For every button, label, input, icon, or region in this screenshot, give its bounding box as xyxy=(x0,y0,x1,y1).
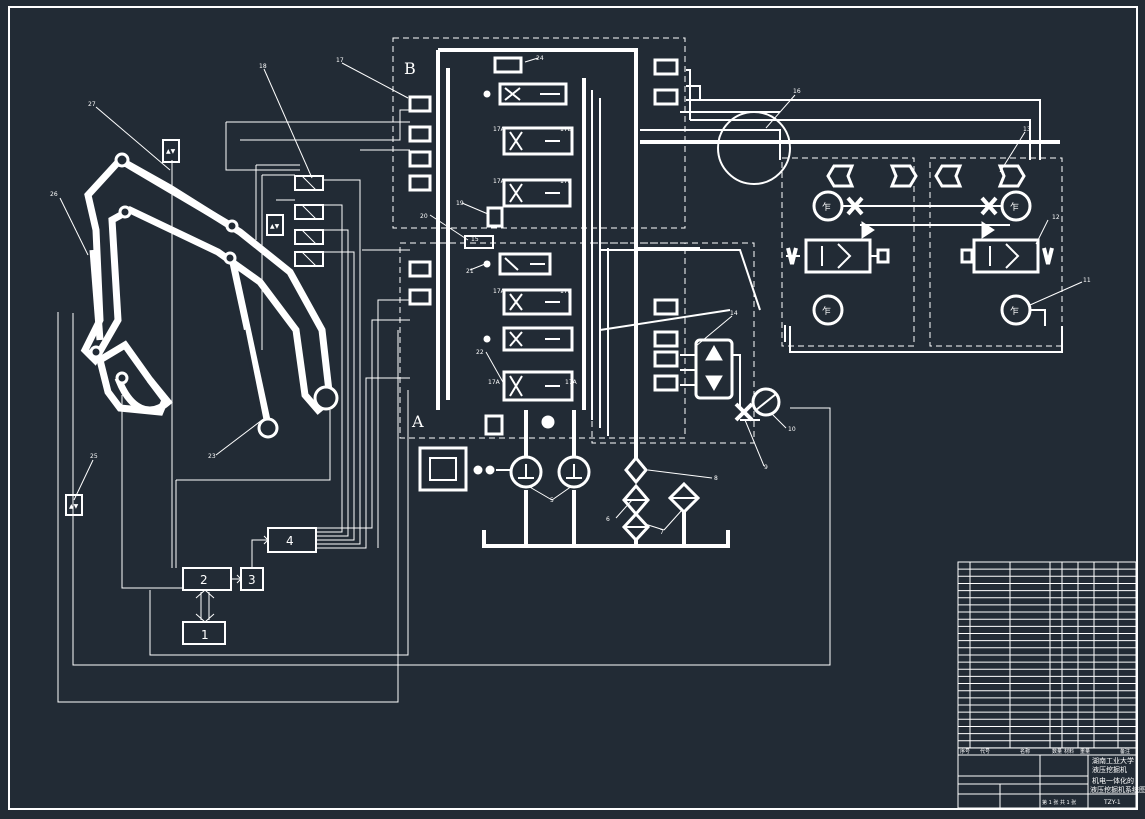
header-code: 代号 xyxy=(980,748,990,755)
header-weight: 重量 xyxy=(1080,748,1090,755)
hydraulic-lines xyxy=(436,48,1063,548)
callout-18: 18 xyxy=(259,63,267,70)
header-seq: 序号 xyxy=(960,748,970,755)
boom-root-pin xyxy=(313,385,339,411)
svg-text:▲▼: ▲▼ xyxy=(166,148,176,155)
signal-wiring xyxy=(57,109,831,703)
callout-27: 27 xyxy=(88,101,96,108)
callout-22: 22 xyxy=(476,349,484,356)
valve-tag: 17A xyxy=(493,178,506,185)
valve-tag: 17A xyxy=(493,126,506,133)
svg-text:乍: 乍 xyxy=(822,201,831,213)
svg-text:乍: 乍 xyxy=(1010,305,1019,317)
solenoid-drivers xyxy=(294,175,324,267)
callout-20: 20 xyxy=(420,213,428,220)
header-remark: 备注 xyxy=(1120,748,1130,755)
boom-top-pin xyxy=(114,152,130,168)
boom-cylinder xyxy=(228,257,272,426)
callout-8: 8 xyxy=(714,475,718,482)
valve-7 xyxy=(502,370,574,402)
power-unit xyxy=(418,446,701,543)
callout-21: 21 xyxy=(466,268,474,275)
callout-24: 24 xyxy=(536,55,544,62)
rotary-joint xyxy=(717,111,791,185)
valve-tag: 17B xyxy=(560,178,572,185)
angle-sensors: ▲▼ ▲▼ ▲▼ xyxy=(65,139,284,516)
sensor-box xyxy=(266,214,284,236)
callout-23: 23 xyxy=(208,453,216,460)
valve-1 xyxy=(498,82,568,106)
pilot-circuit xyxy=(694,338,781,422)
zone-a-label: A xyxy=(411,412,424,431)
callout-15: 15 xyxy=(471,236,479,243)
callout-7: 7 xyxy=(660,529,664,536)
sheet-count: 第 1 张 共 1 张 xyxy=(1042,799,1076,806)
callout-14: 14 xyxy=(730,310,738,317)
travel-circuit-right: 乍 乍 xyxy=(934,164,1054,326)
zone-a-boundary xyxy=(399,242,686,439)
leader-lines xyxy=(59,57,1083,531)
callout-9: 9 xyxy=(764,464,768,471)
zone-b-boundary xyxy=(392,37,686,229)
header-name: 名称 xyxy=(1020,748,1030,755)
solenoid-coils xyxy=(408,56,679,436)
valve-tag: 17B xyxy=(560,126,572,133)
school-line-1: 湖南工业大学 xyxy=(1092,756,1134,765)
callout-10: 10 xyxy=(788,426,796,433)
drawing-number: TZY-1 xyxy=(1103,799,1121,806)
callout-17: 17 xyxy=(336,57,344,64)
bucket-cylinder xyxy=(89,249,104,341)
block-3-label: 3 xyxy=(248,573,256,587)
excavator-arm xyxy=(80,152,339,439)
design-line-1: 机电一体化的 xyxy=(1092,776,1134,785)
title-block: 序号 代号 名称 数量 材料 重量 备注 湖南工业大学 液压挖掘机 机电一体化的… xyxy=(958,747,1145,808)
svg-text:▲▼: ▲▼ xyxy=(69,503,79,510)
zone-b-label: B xyxy=(404,59,416,78)
callout-12: 12 xyxy=(1052,214,1060,221)
callout-26: 26 xyxy=(50,191,58,198)
parts-list-table xyxy=(957,561,1137,809)
check-valve xyxy=(624,455,648,485)
callout-labels: 26 27 18 17 16 13 12 11 14 10 9 8 6 7 5 … xyxy=(50,55,1091,536)
block-4-label: 4 xyxy=(286,534,294,548)
svg-text:乍: 乍 xyxy=(822,305,831,317)
callout-19: 19 xyxy=(456,200,464,207)
drawing-frame xyxy=(8,6,1138,810)
control-valves: 17A 17B 17A 17B 17A 17B 17A 17A xyxy=(483,82,578,429)
electric-motor xyxy=(418,446,468,492)
valve-4 xyxy=(498,252,552,276)
header-material: 材料 xyxy=(1064,748,1074,755)
block-2-label: 2 xyxy=(200,573,208,587)
callout-5: 5 xyxy=(550,497,554,504)
boom-cylinder-pin xyxy=(257,417,279,439)
valve-tag: 17A xyxy=(488,379,501,386)
valve-tag: 17A xyxy=(493,288,506,295)
valve-tag: 17B xyxy=(560,288,572,295)
sensor-box xyxy=(65,494,83,516)
boom xyxy=(80,155,334,415)
bucket xyxy=(114,376,173,414)
callout-6: 6 xyxy=(606,516,610,523)
stick-cylinder xyxy=(118,156,237,232)
callout-16: 16 xyxy=(793,88,801,95)
valve-6 xyxy=(502,326,574,352)
valve-tag: 17A xyxy=(565,379,578,386)
block-1 xyxy=(182,621,226,645)
school-line-2: 液压挖掘机 xyxy=(1092,765,1127,774)
design-line-2: 液压挖掘机系统图 xyxy=(1090,785,1145,794)
block-1-label: 1 xyxy=(201,628,209,642)
callout-11: 11 xyxy=(1083,277,1091,284)
sensor-box xyxy=(162,139,180,163)
controller-blocks: 1 2 3 4 xyxy=(182,527,317,645)
svg-text:乍: 乍 xyxy=(1010,201,1019,213)
header-qty: 数量 xyxy=(1052,748,1062,755)
svg-text:▲▼: ▲▼ xyxy=(270,223,280,230)
callout-25: 25 xyxy=(90,453,98,460)
travel-circuit-left: 乍 乍 xyxy=(786,164,918,326)
callout-13: 13 xyxy=(1023,126,1031,133)
